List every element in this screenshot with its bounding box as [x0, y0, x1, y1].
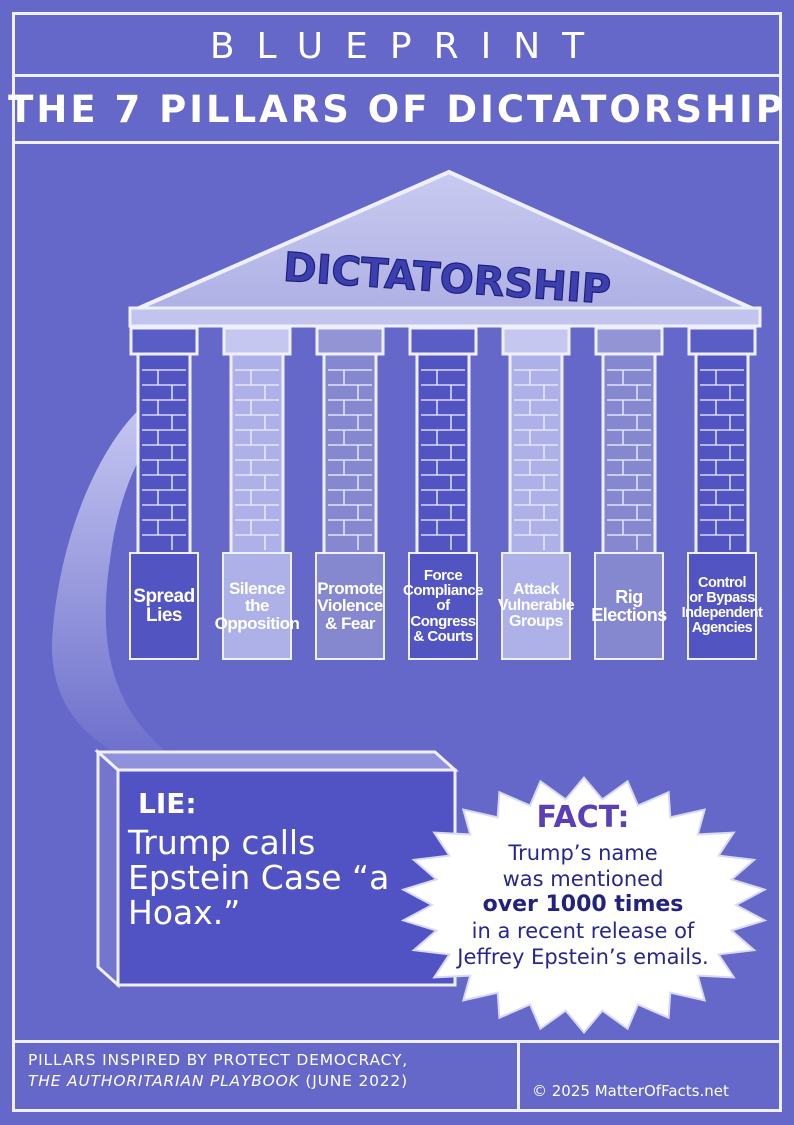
copyright: © 2025 MatterOfFacts.net: [532, 1082, 729, 1100]
fact-line-5: Jeffrey Epstein’s emails.: [457, 944, 709, 969]
fact-burst: [400, 776, 768, 1034]
pillar-label: Promote Violence & Fear: [315, 552, 385, 660]
pillar-label: Rig Elections: [591, 552, 667, 660]
pillar-label: Force Compliance of Congress & Courts: [403, 552, 484, 660]
page-title: THE 7 PILLARS OF DICTATORSHIP: [8, 88, 786, 131]
pillar-shaft: [415, 352, 471, 556]
footer-source-title: THE AUTHORITARIAN PLAYBOOK: [28, 1071, 300, 1090]
pillar-shaft: [694, 352, 750, 556]
pillar-label: Spread Lies: [129, 552, 199, 660]
fact-block: FACT: Trump’s name was mentioned over 10…: [418, 800, 748, 970]
pillar-capital: [501, 326, 571, 356]
pillars-group: [129, 326, 757, 556]
fact-label: FACT:: [418, 800, 748, 835]
pillar-shaft: [136, 352, 192, 556]
pillar-capital: [315, 326, 385, 356]
footer-source: PILLARS INSPIRED BY PROTECT DEMOCRACY, T…: [28, 1050, 408, 1092]
pillar-capital: [687, 326, 757, 356]
lie-text: Trump calls Epstein Case “a Hoax.”: [128, 823, 390, 932]
fact-line-4: in a recent release of: [471, 919, 695, 944]
pillar-label: Control or Bypass Independent Agencies: [682, 552, 763, 660]
fact-line-2: was mentioned: [502, 866, 664, 891]
blueprint-kicker: BLUEPRINT: [209, 26, 607, 67]
lie-box-side: [96, 748, 120, 989]
fact-line-1: Trump’s name: [508, 841, 658, 865]
pillar-label: Attack Vulnerable Groups: [498, 552, 575, 660]
pillar-capital: [129, 326, 199, 356]
pillar-capital: [594, 326, 664, 356]
pillar-capital: [222, 326, 292, 356]
header-frame: [12, 12, 782, 77]
pillar-capital: [408, 326, 478, 356]
lie-box-front: [116, 768, 457, 987]
lie-box-top: [94, 750, 459, 772]
pillar-shaft: [601, 352, 657, 556]
fact-label-colon: :: [617, 800, 630, 835]
footer-source-line-2: THE AUTHORITARIAN PLAYBOOK (JUNE 2022): [28, 1071, 408, 1092]
footer-source-line-1: PILLARS INSPIRED BY PROTECT DEMOCRACY,: [28, 1051, 408, 1069]
footer-source-date: (JUNE 2022): [305, 1071, 408, 1090]
fact-label-word: FACT: [536, 800, 618, 835]
lie-label: LIE:: [138, 787, 197, 820]
roof-base: [128, 306, 762, 328]
pillar-label: Silence the Opposition: [215, 552, 300, 660]
fact-line-3: over 1000 times: [482, 892, 684, 918]
footer-source-frame: [12, 1040, 520, 1112]
pillar-shaft: [229, 352, 285, 556]
spotlight-beam: [51, 400, 186, 762]
pillar-shaft: [508, 352, 564, 556]
pillar-shaft: [322, 352, 378, 556]
